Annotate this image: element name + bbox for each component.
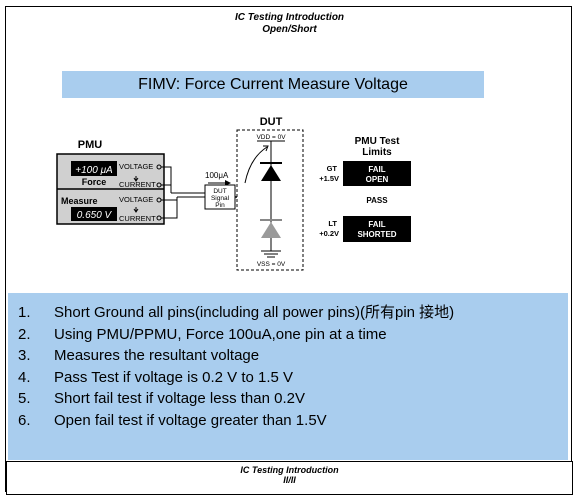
signal-pin-line3: Pin [215, 202, 225, 209]
slide-footer: IC Testing Introduction II/II [6, 461, 573, 495]
force-display [71, 161, 117, 176]
fail-open-box [343, 161, 411, 186]
fimv-diagram: PMU +100 μA Force VOLTAGE CURRENT Measur… [56, 116, 411, 271]
step-text: Measures the resultant voltage [54, 347, 260, 364]
header-title: IC Testing Introduction [234, 12, 345, 23]
steps-list: 1. Short Ground all pins(including all po… [18, 302, 454, 431]
footer-title: IC Testing Introduction [240, 465, 339, 475]
step-number: 3. [18, 347, 31, 364]
vdd-label: VDD = 0V [256, 134, 286, 141]
slide-title: FIMV: Force Current Measure Voltage [138, 75, 408, 93]
dut-box [236, 129, 304, 271]
step-item: 5. Short fail test if voltage less than 0… [18, 388, 454, 410]
limits-title-line2: Limits [362, 147, 392, 158]
current-value: 100μA [205, 171, 229, 180]
slide-title-bar: FIMV: Force Current Measure Voltage [62, 71, 484, 98]
step-text: Pass Test if voltage is 0.2 V to 1.5 V [54, 368, 294, 386]
force-value: +100 μA [75, 165, 113, 176]
lower-diode [261, 222, 281, 238]
step-item: 2. Using PMU/PPMU, Force 100uA,one pin at… [18, 324, 454, 346]
measure-value: 0.650 V [77, 210, 113, 221]
measure-display [71, 207, 117, 221]
step-number: 1. [18, 304, 31, 321]
signal-pin-line2: Signal [211, 195, 230, 202]
force-voltage-label: VOLTAGE [119, 162, 153, 171]
signal-pin-line1: DUT [213, 188, 226, 195]
upper-diode [261, 165, 281, 181]
step-number: 4. [18, 368, 31, 386]
header-subtitle: Open/Short [262, 24, 317, 35]
step-item: 6. Open fail test if voltage greater than… [18, 410, 454, 432]
fail-open-line1: FAIL [368, 165, 385, 174]
footer-page: II/II [283, 475, 296, 485]
step-item: 1. Short Ground all pins(including all po… [18, 302, 454, 324]
gt-value: +1.5V [319, 174, 339, 183]
step-number: 2. [18, 325, 31, 343]
measure-label: Measure [61, 196, 98, 206]
step-text: Using PMU/PPMU, Force 100uA,one pin at a… [54, 325, 387, 343]
step-number: 6. [18, 411, 31, 429]
step-text: Open fail test if voltage greater than 1… [54, 411, 327, 429]
step-number: 5. [18, 390, 31, 407]
pmu-label: PMU [78, 139, 103, 151]
force-current-label: CURRENT [119, 180, 156, 189]
slide-header: IC Testing Introduction Open/Short [0, 12, 579, 36]
dut-signal-pin-box [204, 184, 236, 210]
step-text: Short fail test if voltage less than 0.2… [54, 390, 305, 407]
step-item: 3. Measures the resultant voltage [18, 345, 454, 367]
dut-title: DUT [260, 116, 283, 128]
lt-label: LT [328, 219, 337, 228]
limits-title-line1: PMU Test [355, 136, 400, 147]
pass-label: PASS [366, 196, 388, 205]
lt-value: +0.2V [319, 229, 339, 238]
step-text: Short Ground all pins(including all powe… [54, 304, 455, 321]
force-label: Force [82, 177, 107, 187]
fail-shorted-line2: SHORTED [357, 230, 396, 239]
fail-open-line2: OPEN [366, 175, 389, 184]
steps-panel: 1. Short Ground all pins(including all po… [8, 293, 568, 460]
measure-voltage-label: VOLTAGE [119, 195, 153, 204]
fail-shorted-box [343, 216, 411, 242]
gt-label: GT [327, 164, 338, 173]
step-item: 4. Pass Test if voltage is 0.2 V to 1.5 V [18, 367, 454, 389]
measure-current-label: CURRENT [119, 214, 156, 223]
fail-shorted-line1: FAIL [368, 220, 385, 229]
vss-label: VSS = 0V [257, 261, 286, 268]
